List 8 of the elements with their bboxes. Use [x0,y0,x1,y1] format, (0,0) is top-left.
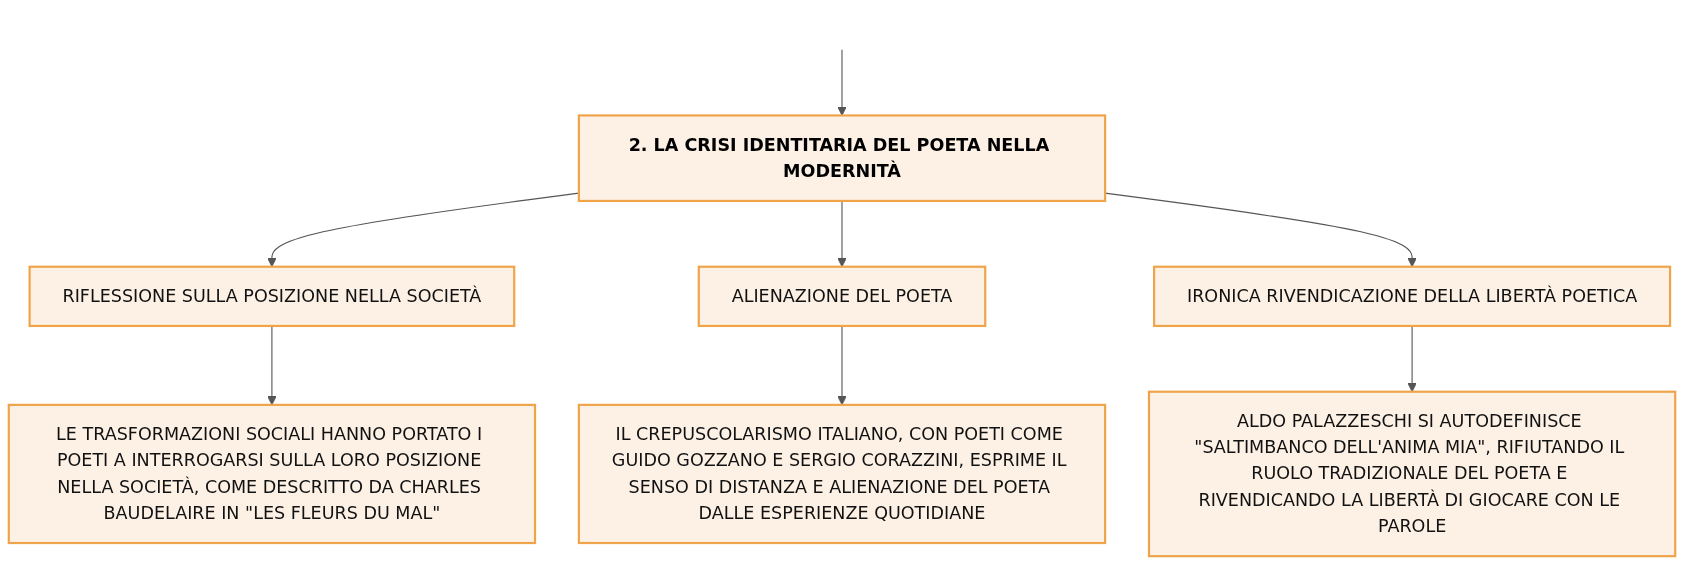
node-box: ALIENAZIONE DEL POETA [697,265,987,328]
arrow [837,49,847,116]
node-box: 2. LA CRISI IDENTITARIA DEL POETA NELLA MODERNITÀ [577,114,1107,203]
node-box: RIFLESSIONE SULLA POSIZIONE NELLA SOCIETÀ [28,265,516,328]
node-box: LE TRASFORMAZIONI SOCIALI HANNO PORTATO I POETI A INTERROGARSI SULLA LORO POSIZIONE NELLA SOCIETÀ, COME DESCRITTO DA CHARLES BAUDELAIRE IN "LES FLEURS DU MAL" [7,403,537,545]
node-box: IRONICA RIVENDICAZIONE DELLA LIBERTÀ POETICA [1153,265,1672,328]
node-box: IL CREPUSCOLARISMO ITALIANO, CON POETI COME GUIDO GOZZANO E SERGIO CORAZZINI, ESPRIME IL SENSO DI DISTANZA E ALIENAZIONE DEL POETA DALLE ESPERIENZE QUOTIDIANE [577,403,1107,545]
node-box: ALDO PALAZZESCHI SI AUTODEFINISCE "SALTIMBANCO DELL'ANIMA MIA", RIFIUTANDO IL RUOLO TRADIZIONALE DEL POETA E RIVENDICANDO LA LIBERTÀ DI GIOCARE CON LE PAROLE [1147,390,1677,558]
